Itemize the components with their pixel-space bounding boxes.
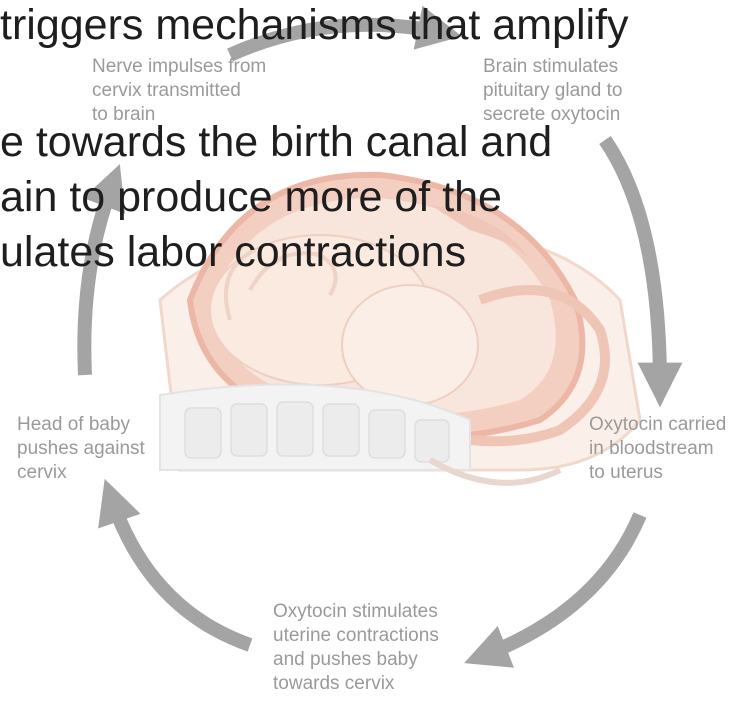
anatomy-illustration — [160, 175, 640, 483]
arrow-to-cervix-push — [112, 500, 250, 645]
cycle-label-head-against-cervix: Head of baby pushes against cervix — [17, 413, 177, 485]
cycle-label-nerve-impulses: Nerve impulses from cervix transmitted t… — [92, 55, 292, 127]
cycle-label-uterine-contractions: Oxytocin stimulates uterine contractions… — [273, 600, 493, 696]
overlay-text-line-3: ain to produce more of the — [0, 174, 502, 220]
arrow-to-uterus-contractions — [485, 515, 640, 655]
cycle-label-oxytocin-bloodstream: Oxytocin carried in bloodstream to uteru… — [589, 413, 754, 485]
baby-head — [342, 285, 478, 405]
overlay-text-line-2: e towards the birth canal and — [0, 119, 552, 165]
overlay-text-line-1: triggers mechanisms that amplify — [0, 2, 629, 48]
overlay-text-line-4: ulates labor contractions — [0, 229, 466, 275]
cycle-label-brain-pituitary: Brain stimulates pituitary gland to secr… — [483, 55, 683, 127]
